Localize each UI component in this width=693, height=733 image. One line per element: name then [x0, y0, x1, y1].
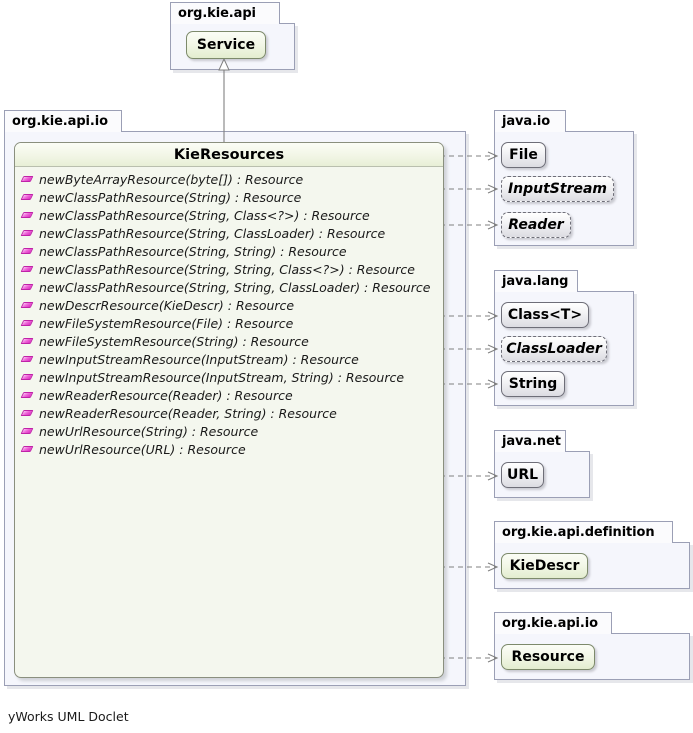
public-method-icon: [21, 263, 34, 276]
public-method-icon: [21, 191, 34, 204]
method-signature: newReaderResource(Reader, String) : Reso…: [39, 405, 337, 421]
public-method-icon: [21, 227, 34, 240]
class-title-kieresources: KieResources: [15, 143, 443, 167]
class-node-inputstream[interactable]: InputStream: [501, 176, 614, 202]
package-label-java-io: java.io: [494, 110, 566, 132]
class-node-service[interactable]: Service: [186, 31, 266, 59]
method-signature: newClassPathResource(String, ClassLoader…: [39, 225, 386, 241]
package-label-java-lang: java.lang: [494, 270, 578, 292]
package-label-org-kie-api-io-ref: org.kie.api.io: [494, 612, 612, 634]
method-signature: newFileSystemResource(String) : Resource: [39, 333, 309, 349]
class-node-string[interactable]: String: [501, 371, 565, 397]
class-node-file[interactable]: File: [501, 142, 546, 168]
class-node-kiedescr[interactable]: KieDescr: [501, 553, 588, 579]
public-method-icon: [21, 281, 34, 294]
method-row[interactable]: newUrlResource(URL) : Resource: [15, 440, 443, 458]
public-method-icon: [21, 299, 34, 312]
method-row[interactable]: newReaderResource(Reader) : Resource: [15, 386, 443, 404]
method-signature: newClassPathResource(String) : Resource: [39, 189, 302, 205]
package-label-org-kie-api: org.kie.api: [170, 2, 280, 24]
class-node-class[interactable]: Class<T>: [501, 302, 589, 328]
method-row[interactable]: newReaderResource(Reader, String) : Reso…: [15, 404, 443, 422]
class-node-kieresources[interactable]: KieResources newByteArrayResource(byte[]…: [14, 142, 444, 678]
method-signature: newDescrResource(KieDescr) : Resource: [39, 297, 295, 313]
public-method-icon: [21, 389, 34, 402]
class-node-url[interactable]: URL: [501, 462, 544, 488]
method-signature: newFileSystemResource(File) : Resource: [39, 315, 294, 331]
method-row[interactable]: newByteArrayResource(byte[]) : Resource: [15, 170, 443, 188]
package-org-kie-api: org.kie.api Service: [170, 2, 295, 70]
method-list: newByteArrayResource(byte[]) : Resource …: [15, 167, 443, 458]
package-java-lang: java.lang Class<T> ClassLoader String: [494, 270, 634, 406]
class-node-reader[interactable]: Reader: [501, 212, 571, 238]
method-row[interactable]: newFileSystemResource(String) : Resource: [15, 332, 443, 350]
package-org-kie-api-io-main: org.kie.api.io KieResources newByteArray…: [4, 110, 466, 686]
method-row[interactable]: newClassPathResource(String, ClassLoader…: [15, 224, 443, 242]
package-label-java-net: java.net: [494, 430, 566, 452]
method-row[interactable]: newClassPathResource(String, String, Cla…: [15, 278, 443, 296]
method-row[interactable]: newUrlResource(String) : Resource: [15, 422, 443, 440]
package-org-kie-api-io-ref: org.kie.api.io Resource: [494, 612, 690, 680]
public-method-icon: [21, 335, 34, 348]
method-row[interactable]: newInputStreamResource(InputStream) : Re…: [15, 350, 443, 368]
public-method-icon: [21, 173, 34, 186]
method-signature: newClassPathResource(String, Class<?>) :…: [39, 207, 370, 223]
method-signature: newByteArrayResource(byte[]) : Resource: [39, 171, 304, 187]
public-method-icon: [21, 245, 34, 258]
method-signature: newReaderResource(Reader) : Resource: [39, 387, 293, 403]
method-signature: newClassPathResource(String, String) : R…: [39, 243, 347, 259]
class-node-resource[interactable]: Resource: [501, 644, 595, 670]
package-org-kie-api-definition: org.kie.api.definition KieDescr: [494, 521, 690, 589]
method-signature: newClassPathResource(String, String, Cla…: [39, 279, 431, 295]
method-row[interactable]: newDescrResource(KieDescr) : Resource: [15, 296, 443, 314]
method-signature: newUrlResource(String) : Resource: [39, 423, 259, 439]
public-method-icon: [21, 371, 34, 384]
method-signature: newUrlResource(URL) : Resource: [39, 441, 246, 457]
method-signature: newClassPathResource(String, String, Cla…: [39, 261, 415, 277]
public-method-icon: [21, 317, 34, 330]
method-row[interactable]: newFileSystemResource(File) : Resource: [15, 314, 443, 332]
package-label-org-kie-api-definition: org.kie.api.definition: [494, 521, 673, 543]
package-label-org-kie-api-io-main: org.kie.api.io: [4, 110, 122, 132]
public-method-icon: [21, 425, 34, 438]
method-row[interactable]: newInputStreamResource(InputStream, Stri…: [15, 368, 443, 386]
class-node-classloader[interactable]: ClassLoader: [501, 336, 607, 362]
public-method-icon: [21, 443, 34, 456]
public-method-icon: [21, 353, 34, 366]
method-row[interactable]: newClassPathResource(String, Class<?>) :…: [15, 206, 443, 224]
method-signature: newInputStreamResource(InputStream) : Re…: [39, 351, 359, 367]
method-row[interactable]: newClassPathResource(String) : Resource: [15, 188, 443, 206]
doclet-footer-label: yWorks UML Doclet: [8, 709, 129, 724]
public-method-icon: [21, 407, 34, 420]
method-row[interactable]: newClassPathResource(String, String) : R…: [15, 242, 443, 260]
public-method-icon: [21, 209, 34, 222]
package-java-net: java.net URL: [494, 430, 590, 498]
method-signature: newInputStreamResource(InputStream, Stri…: [39, 369, 405, 385]
package-java-io: java.io File InputStream Reader: [494, 110, 634, 246]
method-row[interactable]: newClassPathResource(String, String, Cla…: [15, 260, 443, 278]
